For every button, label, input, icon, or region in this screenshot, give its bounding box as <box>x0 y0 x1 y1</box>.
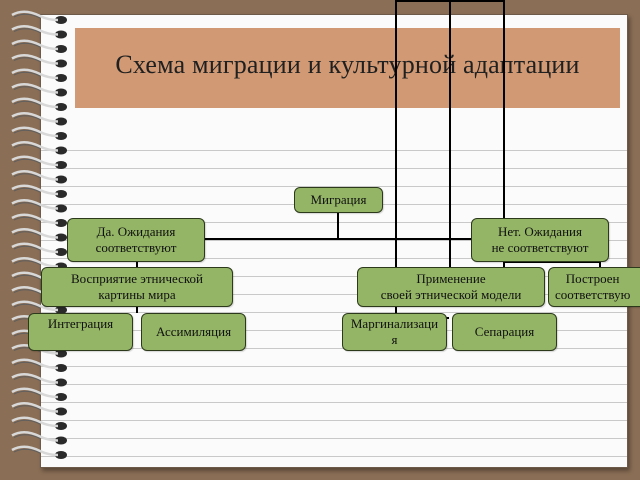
node-building-model: Построен соответствую <box>548 267 640 307</box>
binding-ring <box>11 54 67 68</box>
binding-ring <box>11 10 67 24</box>
binding-ring <box>11 402 67 416</box>
binding-ring <box>11 228 67 242</box>
binding-ring <box>11 431 67 445</box>
binding-ring <box>11 213 67 227</box>
binding-ring <box>11 25 67 39</box>
node-expectations-match: Да. Ожидания соответствуют <box>67 218 205 262</box>
binding-ring <box>11 242 67 256</box>
binding-ring <box>11 83 67 97</box>
binding-ring <box>11 126 67 140</box>
binding-ring <box>11 39 67 53</box>
binding-ring <box>11 387 67 401</box>
binding-ring <box>11 199 67 213</box>
node-migration: Миграция <box>294 187 383 213</box>
binding-ring <box>11 112 67 126</box>
page-title: Схема миграции и культурной адаптации <box>115 50 580 79</box>
binding-ring <box>11 141 67 155</box>
node-assimilation: Ассимиляция <box>141 313 246 351</box>
binding-ring <box>11 416 67 430</box>
node-marginalization: Маргинализаци я <box>342 313 447 351</box>
binding-ring <box>11 445 67 459</box>
binding-ring <box>11 358 67 372</box>
binding-ring <box>11 184 67 198</box>
binding-ring <box>11 373 67 387</box>
node-separation: Сепарация <box>452 313 557 351</box>
node-ethnic-perception: Восприятие этнической картины мира <box>41 267 233 307</box>
connector-to-building <box>504 261 601 267</box>
binding-ring <box>11 170 67 184</box>
spiral-binding <box>11 10 67 459</box>
node-expectations-mismatch: Нет. Ожидания не соответствуют <box>471 218 609 262</box>
title-banner: Схема миграции и культурной адаптации <box>75 28 620 108</box>
node-integration: Интеграция <box>28 313 133 351</box>
node-applying-ethnic-model: Применение своей этнической модели <box>357 267 545 307</box>
binding-ring <box>11 68 67 82</box>
binding-ring <box>11 155 67 169</box>
binding-ring <box>11 300 67 314</box>
binding-ring <box>11 97 67 111</box>
